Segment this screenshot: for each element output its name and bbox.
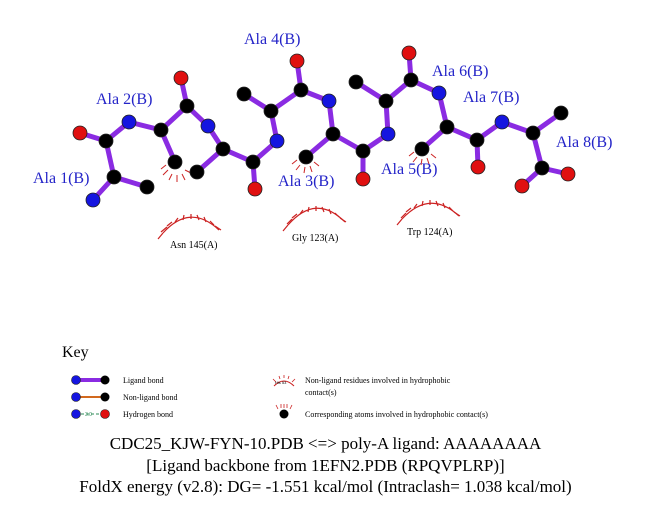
atom-oxygen bbox=[514, 178, 530, 194]
atom-nitrogen bbox=[269, 133, 285, 149]
key-nonligand-residue-label-2: contact(s) bbox=[305, 388, 337, 397]
atom-nitrogen bbox=[380, 126, 396, 142]
atom-carbon bbox=[403, 72, 419, 88]
atom-carbon bbox=[106, 169, 122, 185]
atom-nitrogen bbox=[431, 85, 447, 101]
atom-oxygen bbox=[355, 171, 371, 187]
atom-oxygen bbox=[173, 70, 189, 86]
key-non-ligand-bond: Non-ligand bond bbox=[71, 392, 177, 402]
atom-oxygen bbox=[289, 53, 305, 69]
key-hbond-length: 3.0 bbox=[85, 412, 92, 418]
residue-label-ala1: Ala 1(B) bbox=[33, 170, 89, 187]
atom-oxygen bbox=[72, 125, 88, 141]
atom-carbon bbox=[525, 125, 541, 141]
atom-oxygen bbox=[470, 159, 486, 175]
atom-oxygen bbox=[401, 45, 417, 61]
atom-carbon bbox=[439, 119, 455, 135]
residue-label-ala5: Ala 5(B) bbox=[381, 161, 437, 178]
footer-line-3: FoldX energy (v2.8): DG= -1.551 kcal/mol… bbox=[79, 477, 572, 496]
atom-carbon bbox=[236, 86, 252, 102]
residue-label-ala6: Ala 6(B) bbox=[432, 63, 488, 80]
residue-label-ala7: Ala 7(B) bbox=[463, 89, 519, 106]
atom-carbon bbox=[139, 179, 155, 195]
atom-nitrogen bbox=[321, 93, 337, 109]
residue-label-ala3: Ala 3(B) bbox=[278, 173, 334, 190]
key-non-ligand-bond-label: Non-ligand bond bbox=[123, 393, 177, 402]
footer-line-1: CDC25_KJW-FYN-10.PDB <=> poly-A ligand: … bbox=[109, 434, 542, 453]
atom-carbon bbox=[153, 122, 169, 138]
hydrophobic-label-asn145: Asn 145(A) bbox=[170, 240, 218, 251]
residue-label-ala4: Ala 4(B) bbox=[244, 31, 300, 48]
atom-carbon bbox=[263, 103, 279, 119]
atom-nitrogen bbox=[200, 118, 216, 134]
atom-carbon bbox=[355, 143, 371, 159]
key-nonligand-residue-label-1: Non-ligand residues involved in hydropho… bbox=[305, 376, 451, 385]
key-hydrogen-bond-label: Hydrogen bond bbox=[123, 410, 173, 419]
atom-carbon bbox=[378, 93, 394, 109]
key-corresponding-atoms-label: Corresponding atoms involved in hydropho… bbox=[305, 410, 488, 419]
key: Key Ligand bond Non-ligand bond 3.0 Hydr… bbox=[62, 344, 488, 419]
key-nonligand-residue: His 53 Non-ligand residues involved in h… bbox=[272, 375, 451, 397]
atom-nitrogen bbox=[121, 114, 137, 130]
atom-carbon bbox=[293, 82, 309, 98]
hydrophobic-fans bbox=[157, 200, 461, 240]
residue-label-ala8: Ala 8(B) bbox=[556, 134, 612, 151]
footer-line-2: [Ligand backbone from 1EFN2.PDB (RPQVPLR… bbox=[146, 456, 505, 475]
residue-labels: Ala 1(B) Ala 2(B) Ala 3(B) Ala 4(B) Ala … bbox=[33, 31, 612, 190]
atom-carbon bbox=[348, 74, 364, 90]
atom-carbon bbox=[179, 98, 195, 114]
hydrophobic-label-gly123: Gly 123(A) bbox=[292, 233, 338, 244]
atom-carbon bbox=[167, 154, 183, 170]
atoms bbox=[72, 45, 576, 208]
hydrophobic-label-trp124: Trp 124(A) bbox=[407, 227, 452, 238]
atom-carbon bbox=[98, 133, 114, 149]
key-ligand-bond-label: Ligand bond bbox=[123, 376, 164, 385]
hydrophobic-labels: Asn 145(A) Gly 123(A) Trp 124(A) bbox=[170, 227, 452, 251]
atom-oxygen bbox=[247, 181, 263, 197]
key-title: Key bbox=[62, 344, 89, 361]
atom-carbon bbox=[553, 105, 569, 121]
atom-carbon bbox=[469, 132, 485, 148]
key-hydrogen-bond: 3.0 Hydrogen bond bbox=[71, 409, 173, 419]
atom-carbon bbox=[298, 149, 314, 165]
atom-carbon bbox=[245, 154, 261, 170]
atom-carbon bbox=[325, 126, 341, 142]
key-corresponding-atoms: Corresponding atoms involved in hydropho… bbox=[275, 404, 488, 419]
atom-carbon bbox=[215, 141, 231, 157]
hydrophobic-fan-trp124 bbox=[396, 200, 461, 226]
atom-carbon bbox=[534, 160, 550, 176]
atom-nitrogen bbox=[494, 114, 510, 130]
key-example-residue: His 53 bbox=[275, 380, 287, 385]
atom-carbon bbox=[414, 141, 430, 157]
key-ligand-bond: Ligand bond bbox=[71, 375, 164, 385]
contact-arcs bbox=[160, 151, 437, 182]
atom-oxygen bbox=[560, 166, 576, 182]
atom-carbon bbox=[189, 164, 205, 180]
residue-label-ala2: Ala 2(B) bbox=[96, 91, 152, 108]
atom-nitrogen bbox=[85, 192, 101, 208]
hydrophobic-fan-gly123 bbox=[282, 206, 347, 232]
hydrophobic-fan-asn145 bbox=[157, 214, 222, 240]
